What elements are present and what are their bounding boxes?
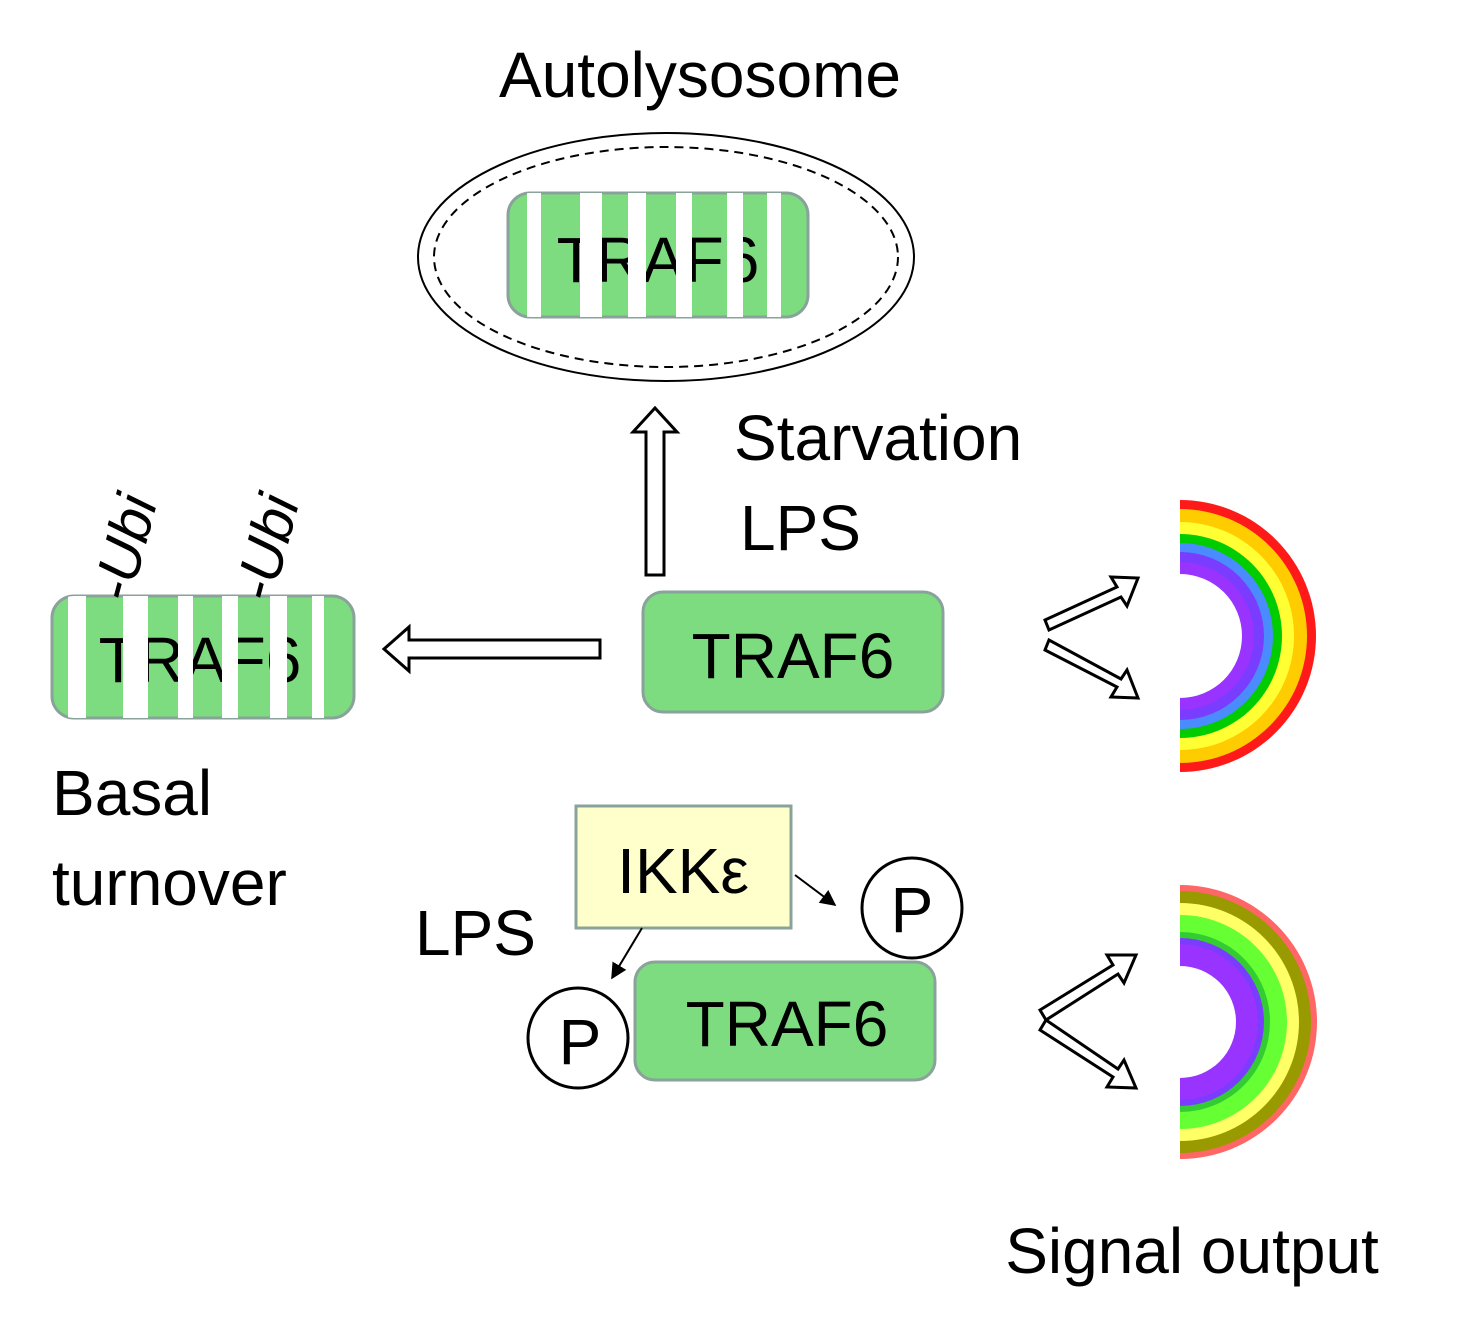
traf6-phosphorylated: TRAF6	[633, 960, 937, 1082]
traf6-center-label: TRAF6	[692, 620, 895, 692]
ikk-epsilon-box: IKKε	[574, 804, 793, 930]
phospho-site-left: P	[526, 986, 630, 1090]
ikk-to-phospho-left-arrow	[611, 927, 643, 980]
signal-output-label: Signal output	[1005, 1215, 1379, 1287]
lps-top-label: LPS	[740, 492, 861, 564]
signal-output-rainbow-top	[1180, 500, 1316, 772]
left-arrow	[381, 623, 602, 675]
up-arrow	[629, 405, 681, 577]
traf6-ubiquitinated: TRAF6	[50, 594, 356, 720]
ikk-to-phospho-right-arrow	[794, 874, 837, 906]
ikk-epsilon-label: IKKε	[617, 835, 749, 907]
ubi-tag-1: -Ubi	[80, 486, 171, 608]
autolysosome-label: Autolysosome	[499, 39, 901, 111]
starvation-label: Starvation	[734, 402, 1022, 474]
ubi-tag-2: -Ubi	[222, 486, 313, 608]
phospho-site-right-label: P	[891, 874, 934, 946]
lps-bottom-label: LPS	[415, 897, 536, 969]
traf6-degraded-lysosomal: TRAF6	[506, 191, 810, 319]
phospho-site-right: P	[860, 856, 964, 960]
basal-label-line1: Basal	[52, 757, 212, 829]
autolysosome-inner-membrane	[433, 146, 899, 368]
bottom-output-arrows	[1037, 953, 1139, 1090]
autolysosome-outer-membrane	[417, 132, 915, 382]
basal-label-line2: turnover	[52, 847, 287, 919]
traf6-phosphorylated-label: TRAF6	[686, 988, 889, 1060]
top-output-arrows	[1043, 575, 1141, 700]
signal-output-rainbow-bottom	[1180, 885, 1317, 1159]
traf6-center: TRAF6	[641, 590, 945, 714]
phospho-site-left-label: P	[559, 1006, 602, 1078]
